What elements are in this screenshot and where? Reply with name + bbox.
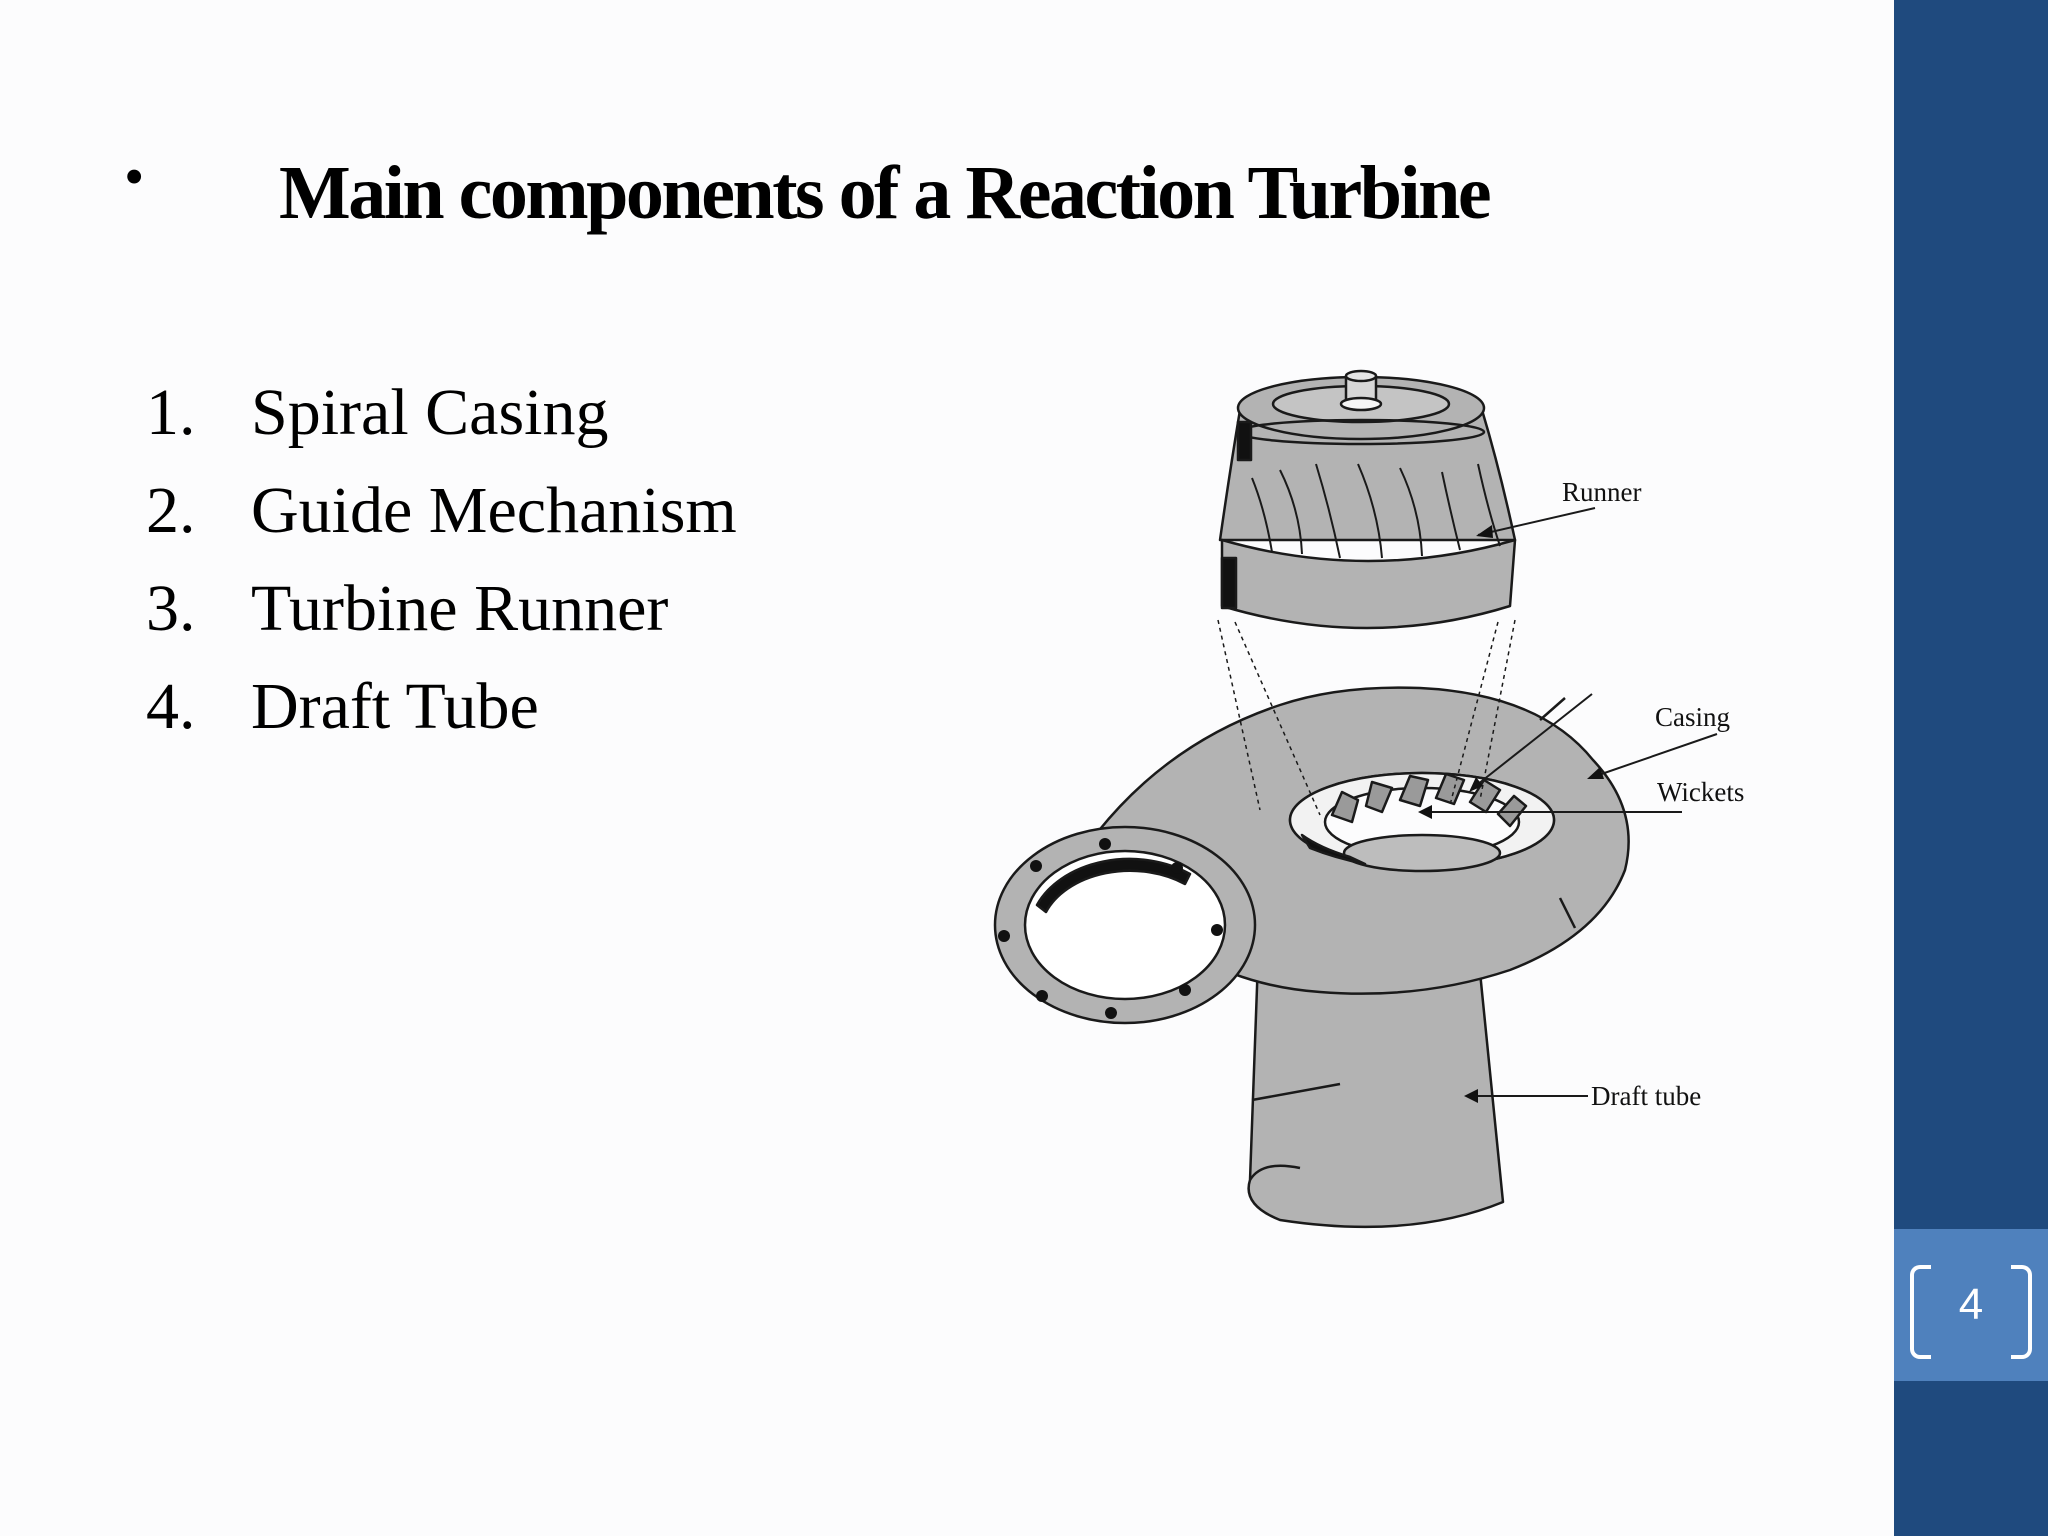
- list-item-label: Turbine Runner: [251, 572, 669, 645]
- list-item-number: 3.: [146, 572, 196, 645]
- list-item-turbine-runner: 3. Turbine Runner: [146, 568, 737, 666]
- right-bracket-icon: [2011, 1265, 2032, 1359]
- left-bracket-icon: [1910, 1265, 1931, 1359]
- title-bullet: •: [124, 144, 145, 209]
- list-item-guide-mechanism: 2. Guide Mechanism: [146, 470, 737, 568]
- list-item-number: 1.: [146, 376, 196, 449]
- runner-shape: [1218, 369, 1517, 630]
- arrowheads: [1418, 525, 1604, 1103]
- slide-title: Main components of a Reaction Turbine: [279, 151, 1492, 235]
- projection-lines: [1217, 619, 1516, 816]
- casing-label: Casing: [1655, 702, 1730, 732]
- inlet-flange-shape: [993, 825, 1257, 1025]
- list-item-label: Draft Tube: [251, 670, 539, 743]
- list-item-spiral-casing: 1. Spiral Casing: [146, 372, 737, 470]
- list-item-number: 4.: [146, 670, 196, 743]
- reaction-turbine-diagram: Runner Casing Wickets Draft tube: [993, 369, 1744, 1229]
- list-item-label: Spiral Casing: [251, 376, 609, 449]
- draft-tube-shape: [1247, 958, 1505, 1229]
- list-item-label: Guide Mechanism: [251, 474, 737, 547]
- list-item-draft-tube: 4. Draft Tube: [146, 666, 737, 764]
- components-list: 1. Spiral Casing 2. Guide Mechanism 3. T…: [146, 372, 737, 764]
- wicket-gates-shape: [1330, 772, 1528, 828]
- draft-tube-label: Draft tube: [1591, 1081, 1701, 1111]
- page-number: 4: [1958, 1280, 1984, 1329]
- list-item-number: 2.: [146, 474, 196, 547]
- runner-label: Runner: [1562, 477, 1641, 507]
- page-number-box: 4: [1894, 1229, 2048, 1381]
- wickets-label: Wickets: [1657, 777, 1744, 807]
- leader-lines: [1423, 507, 1718, 1097]
